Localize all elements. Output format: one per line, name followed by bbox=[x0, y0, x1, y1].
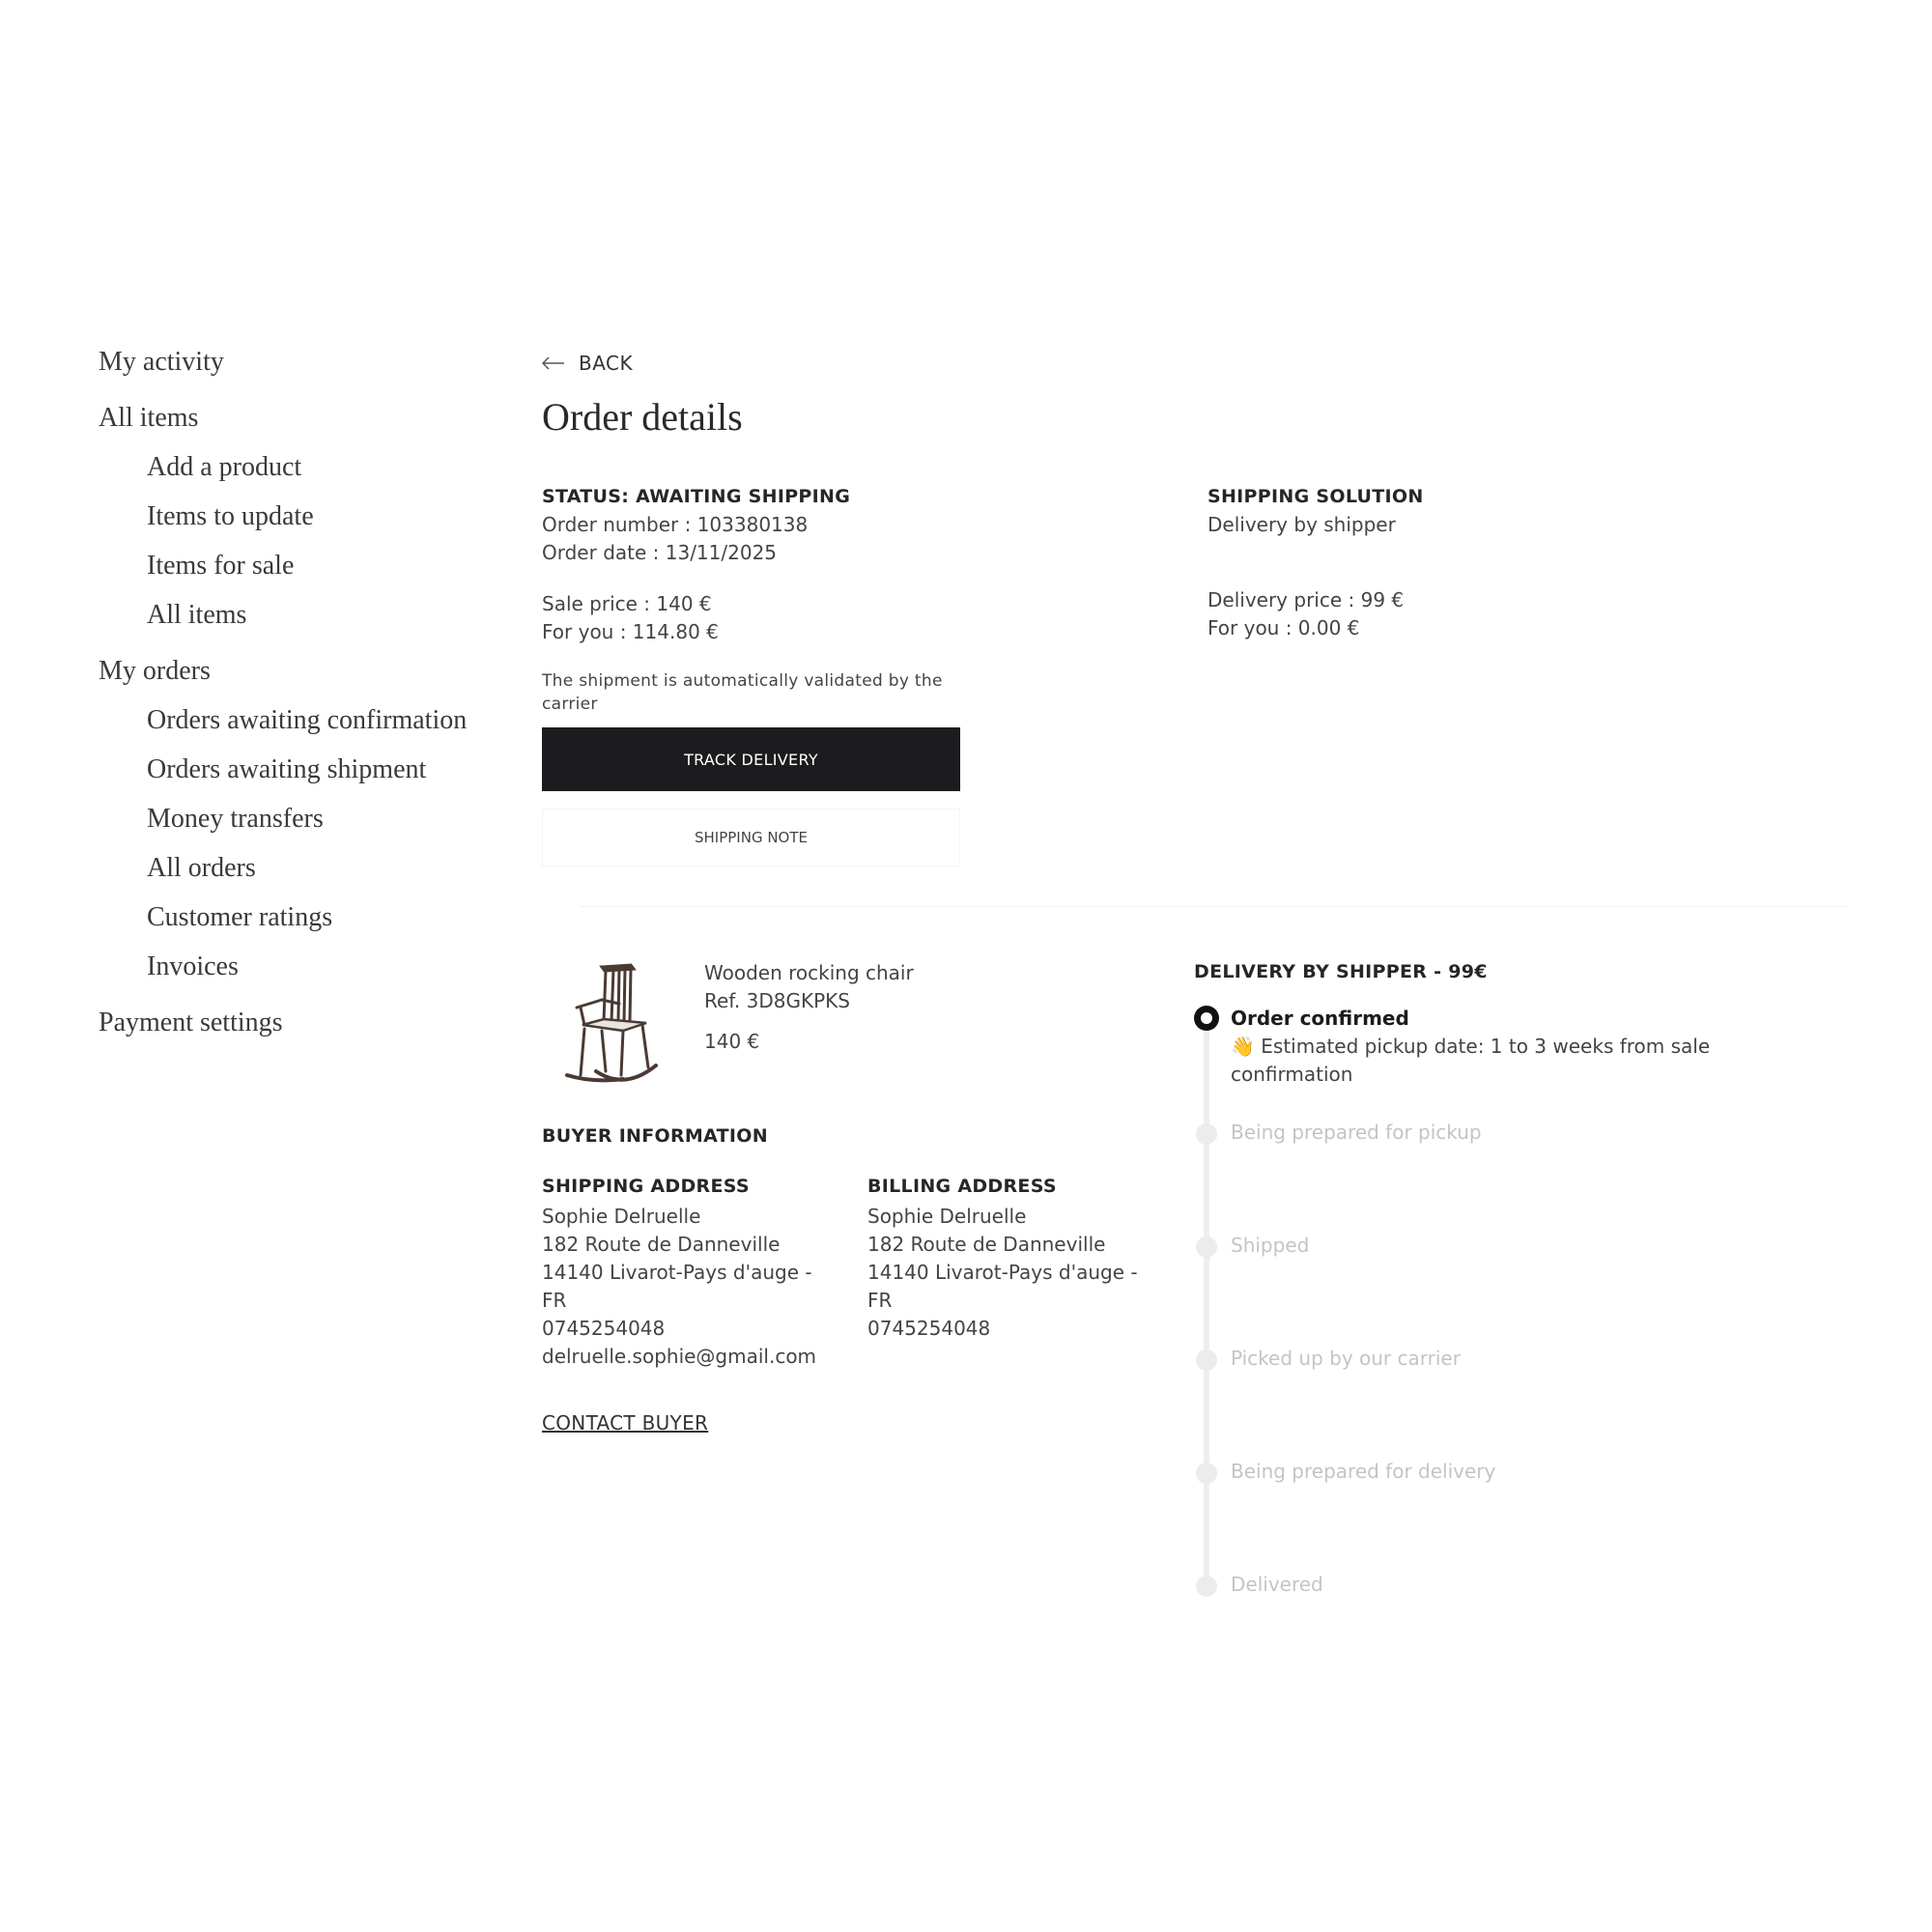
billing-address: BILLING ADDRESS Sophie Delruelle 182 Rou… bbox=[867, 1176, 1177, 1343]
timeline-step-shipped: Shipped bbox=[1231, 1234, 1310, 1257]
product-ref: Ref. 3D8GKPKS bbox=[704, 989, 850, 1012]
order-status: STATUS: AWAITING SHIPPING bbox=[542, 486, 851, 507]
sidebar-item-customer-ratings[interactable]: Customer ratings bbox=[147, 902, 333, 932]
back-link[interactable]: BACK bbox=[542, 352, 633, 375]
shipping-note-button[interactable]: SHIPPING NOTE bbox=[542, 809, 960, 867]
sidebar-item-money-transfers[interactable]: Money transfers bbox=[147, 804, 324, 834]
shipping-solution: SHIPPING SOLUTION Delivery by shipper bbox=[1208, 486, 1424, 539]
delivery-timeline-title: DELIVERY BY SHIPPER - 99€ bbox=[1194, 961, 1488, 982]
arrow-left-icon bbox=[542, 356, 564, 370]
timeline-dot bbox=[1196, 1350, 1217, 1371]
billing-address-title: BILLING ADDRESS bbox=[867, 1176, 1057, 1197]
estimated-pickup-date: 👋 Estimated pickup date: 1 to 3 weeks fr… bbox=[1231, 1035, 1711, 1086]
shipping-address-title: SHIPPING ADDRESS bbox=[542, 1176, 750, 1197]
timeline-step-label: Order confirmed bbox=[1231, 1007, 1409, 1030]
timeline-step-picked-up: Picked up by our carrier bbox=[1231, 1347, 1461, 1370]
product-name: Wooden rocking chair bbox=[704, 961, 914, 984]
timeline-track bbox=[1204, 1021, 1209, 1583]
shipping-street: 182 Route de Danneville bbox=[542, 1233, 781, 1256]
shipping-name: Sophie Delruelle bbox=[542, 1205, 701, 1228]
carrier-validation-note: The shipment is automatically validated … bbox=[542, 671, 943, 714]
timeline-dot-active bbox=[1194, 1006, 1219, 1031]
buyer-information-title: BUYER INFORMATION bbox=[542, 1125, 768, 1147]
timeline-dot bbox=[1196, 1463, 1217, 1484]
sidebar-section-all-items[interactable]: All items bbox=[99, 403, 199, 433]
account-sidebar: My activity All items Add a product Item… bbox=[99, 348, 524, 1065]
delivery-earnings: For you : 0.00 € bbox=[1208, 616, 1360, 639]
timeline-dot bbox=[1196, 1576, 1217, 1597]
delivery-price: Delivery price : 99 € bbox=[1208, 588, 1405, 611]
shipping-solution-title: SHIPPING SOLUTION bbox=[1208, 486, 1424, 507]
sidebar-item-items-for-sale[interactable]: Items for sale bbox=[147, 551, 295, 581]
billing-country: FR bbox=[867, 1289, 893, 1312]
sidebar-item-items-to-update[interactable]: Items to update bbox=[147, 501, 314, 531]
order-number: Order number : 103380138 bbox=[542, 513, 809, 536]
section-divider bbox=[580, 906, 1847, 907]
shipping-city: 14140 Livarot-Pays d'auge - bbox=[542, 1261, 812, 1284]
rocking-chair-image bbox=[565, 963, 658, 1083]
shipping-method: Delivery by shipper bbox=[1208, 513, 1396, 536]
track-delivery-button[interactable]: TRACK DELIVERY bbox=[542, 727, 960, 791]
billing-name: Sophie Delruelle bbox=[867, 1205, 1027, 1228]
shipping-phone: 0745254048 bbox=[542, 1317, 666, 1340]
order-date: Order date : 13/11/2025 bbox=[542, 541, 778, 564]
contact-buyer-link[interactable]: CONTACT BUYER bbox=[542, 1411, 709, 1435]
page-title: Order details bbox=[542, 395, 743, 439]
billing-phone: 0745254048 bbox=[867, 1317, 991, 1340]
timeline-step-order-confirmed: Order confirmed 👋 Estimated pickup date:… bbox=[1231, 1005, 1772, 1089]
timeline-step-being-prepared-for-delivery: Being prepared for delivery bbox=[1231, 1460, 1496, 1483]
seller-earnings: For you : 114.80 € bbox=[542, 620, 719, 643]
sidebar-item-orders-awaiting-shipment[interactable]: Orders awaiting shipment bbox=[147, 754, 427, 784]
sidebar-item-payment-settings[interactable]: Payment settings bbox=[99, 1008, 283, 1037]
sidebar-item-invoices[interactable]: Invoices bbox=[147, 952, 239, 981]
product-info: Wooden rocking chair Ref. 3D8GKPKS bbox=[704, 959, 914, 1015]
order-prices: Sale price : 140 € For you : 114.80 € bbox=[542, 590, 719, 646]
timeline-dot bbox=[1196, 1236, 1217, 1258]
sidebar-item-orders-awaiting-confirmation[interactable]: Orders awaiting confirmation bbox=[147, 705, 468, 735]
shipping-country: FR bbox=[542, 1289, 567, 1312]
sidebar-item-my-activity[interactable]: My activity bbox=[99, 347, 224, 377]
shipping-prices: Delivery price : 99 € For you : 0.00 € bbox=[1208, 586, 1404, 642]
billing-street: 182 Route de Danneville bbox=[867, 1233, 1106, 1256]
sidebar-item-all-items[interactable]: All items bbox=[147, 600, 247, 630]
timeline-step-being-prepared-for-pickup: Being prepared for pickup bbox=[1231, 1121, 1482, 1144]
timeline-step-delivered: Delivered bbox=[1231, 1573, 1323, 1596]
order-summary: STATUS: AWAITING SHIPPING Order number :… bbox=[542, 486, 957, 567]
shipping-address: SHIPPING ADDRESS Sophie Delruelle 182 Ro… bbox=[542, 1176, 851, 1371]
timeline-dot bbox=[1196, 1123, 1217, 1145]
back-label: BACK bbox=[579, 352, 634, 375]
buyer-email: delruelle.sophie@gmail.com bbox=[542, 1345, 817, 1368]
product-price: 140 € bbox=[704, 1030, 760, 1053]
sidebar-item-all-orders[interactable]: All orders bbox=[147, 853, 256, 883]
billing-city: 14140 Livarot-Pays d'auge - bbox=[867, 1261, 1138, 1284]
sale-price: Sale price : 140 € bbox=[542, 592, 712, 615]
sidebar-section-my-orders[interactable]: My orders bbox=[99, 656, 211, 686]
sidebar-item-add-product[interactable]: Add a product bbox=[147, 452, 302, 482]
